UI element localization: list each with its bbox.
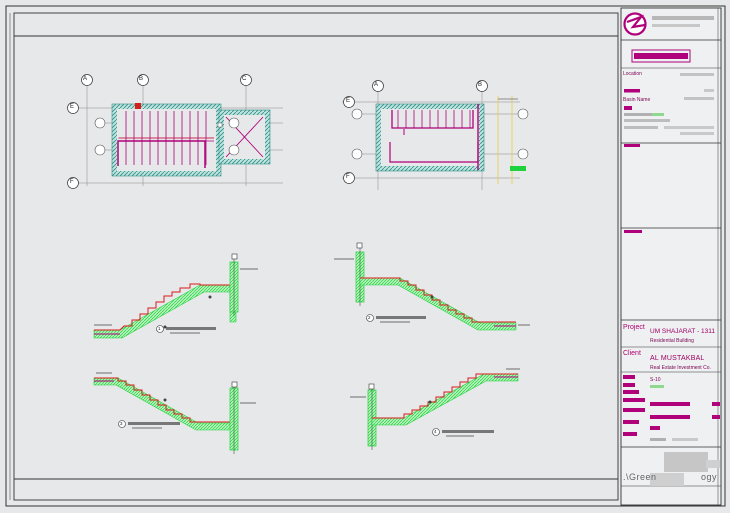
sheet-reference: S-10 <box>650 377 661 383</box>
footer-brand-start: .\Green <box>623 472 657 482</box>
section-mark-2: 2 <box>368 315 371 320</box>
footer-brand-end: ogy <box>701 472 718 482</box>
tb-header-bars <box>624 49 714 233</box>
section-mark-4: 4 <box>434 429 437 434</box>
project-name: UM SHAJARAT - 1311 <box>650 328 716 335</box>
stair-section-2 <box>334 242 530 331</box>
tb-footer-blocks <box>650 452 720 486</box>
left-plan-grid-c: C <box>242 76 247 82</box>
client-subtitle: Real Estate Investment Co. <box>650 365 711 371</box>
project-label: Project <box>623 324 645 331</box>
left-plan-grid-b: B <box>139 76 144 82</box>
stair-section-3 <box>93 372 256 454</box>
title-block <box>620 7 722 506</box>
right-plan-grid-b: B <box>478 82 483 88</box>
left-plan-grid-a: A <box>83 76 88 82</box>
basin-name-label: Basin Name <box>623 97 651 103</box>
project-subtitle: Residential Building <box>650 338 694 344</box>
left-plan-grid-f: F <box>70 179 74 185</box>
client-label: Client <box>623 350 641 357</box>
location-label: Location <box>623 71 642 77</box>
outer-border <box>5 5 726 507</box>
right-plan-grid-a: A <box>374 82 379 88</box>
left-plan-grid-e: E <box>70 104 75 110</box>
section-mark-1: 1 <box>158 326 161 331</box>
tb-info-bars <box>623 375 720 441</box>
right-plan-grid-e: E <box>346 98 351 104</box>
stair-section-1 <box>93 253 258 339</box>
stair-section-4 <box>350 368 520 450</box>
company-logo <box>623 12 714 36</box>
drawing-frame <box>13 12 619 501</box>
client-name: AL MUSTAKBAL <box>650 355 705 362</box>
right-plan-grid-f: F <box>346 174 350 180</box>
right-stair-plan <box>342 80 529 190</box>
left-stair-plan <box>67 74 283 189</box>
section-mark-3: 3 <box>120 421 123 426</box>
